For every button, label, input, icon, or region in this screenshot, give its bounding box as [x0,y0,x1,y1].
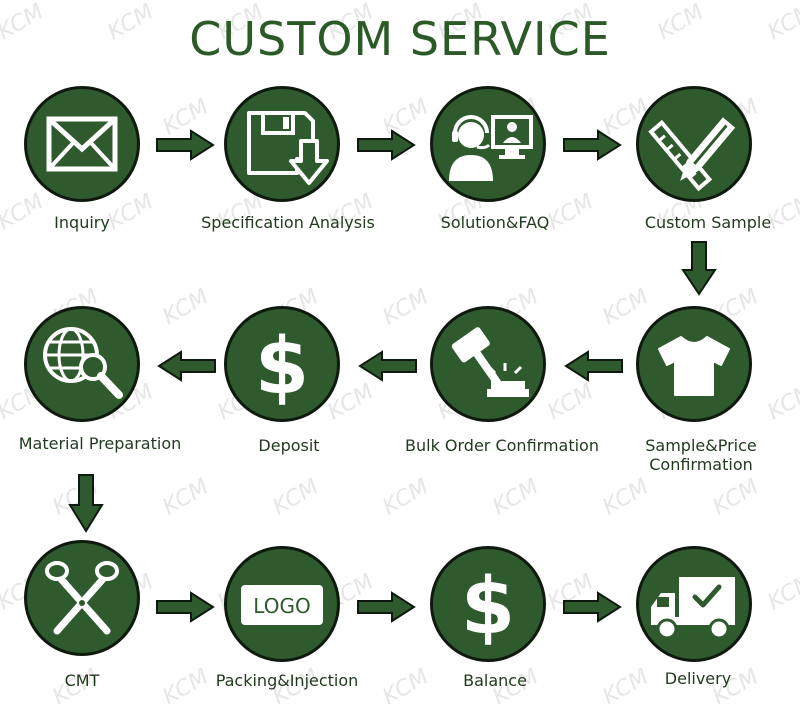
arrow-left [358,350,417,382]
dollar-icon: $ [461,562,515,652]
arrow-down [681,241,717,296]
arrow-right [156,129,215,161]
dollar-icon: $ [255,322,309,412]
watermark-text: KCM [709,474,763,520]
watermark-text: KCM [764,569,800,615]
step-label: Material Preparation [18,434,182,453]
tshirt-icon [658,336,730,396]
page-title: CUSTOM SERVICE [189,12,611,66]
arrow-down [68,474,104,533]
watermark-text: KCM [544,379,598,425]
step-circle [636,546,752,662]
arrow-left [564,350,623,382]
arrow-left [157,350,216,382]
step-label: Balance [463,671,527,690]
svg-text:$: $ [255,322,309,412]
delivery-truck-icon [651,577,735,640]
step-circle [636,86,752,202]
arrow-right [357,129,416,161]
watermark-text: KCM [159,284,213,330]
support-agent-icon [449,115,533,181]
step-label: CMT [64,671,100,690]
step-label: Inquiry [54,213,110,232]
step-circle [224,86,340,202]
step-label: Sample&Price [645,436,757,455]
floppy-download-icon [247,111,329,185]
svg-text:$: $ [461,562,515,652]
step-circle [430,86,546,202]
arrow-right [563,129,622,161]
step-label: Packing&Injection [215,671,359,690]
step-circle [430,306,546,422]
arrow-right [357,591,416,623]
logo-text: LOGO [253,594,310,618]
step-label: Bulk Order Confirmation [405,436,599,455]
watermark-text: KCM [489,474,543,520]
pencil-ruler-icon [648,117,736,192]
watermark-text: KCM [379,284,433,330]
step-circle: LOGO [224,546,340,662]
globe-magnifier-icon [43,327,123,399]
step-circle [24,306,140,422]
step-circle: $ [224,306,340,422]
step-label: Deposit [258,436,320,455]
logo-tag-icon: LOGO [241,585,323,625]
envelope-icon [46,116,118,172]
step-label: Delivery [664,669,732,688]
gavel-icon [451,327,529,397]
arrow-right [156,591,215,623]
watermark-text: KCM [159,474,213,520]
step-circle [24,86,140,202]
step-circle: $ [430,546,546,662]
step-label: Specification Analysis [201,213,375,232]
step-label-line2: Confirmation [649,455,753,474]
step-label: Solution&FAQ [440,213,550,232]
watermark-text: KCM [379,474,433,520]
watermark-text: KCM [764,379,800,425]
step-circle [636,306,752,422]
watermark-text: KCM [269,474,323,520]
scissors-icon [45,561,119,635]
arrow-right [563,591,622,623]
watermark-text: KCM [599,474,653,520]
step-label: Custom Sample [644,213,772,232]
step-circle [24,540,140,656]
